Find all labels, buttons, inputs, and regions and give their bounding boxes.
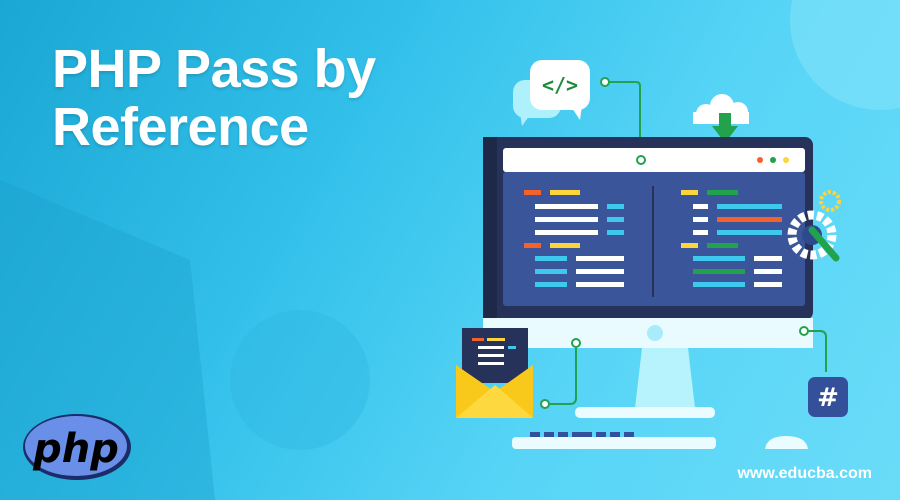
- code-line: [524, 243, 541, 248]
- code-line: [576, 282, 624, 287]
- code-line: [607, 204, 624, 209]
- code-line: [693, 204, 708, 209]
- code-line: [607, 230, 624, 235]
- keyboard-key: [610, 432, 620, 437]
- keyboard-key: [544, 432, 554, 437]
- code-line: [754, 256, 782, 261]
- code-line: [754, 269, 782, 274]
- code-line: [535, 269, 567, 274]
- hash-badge-text: #: [817, 383, 839, 413]
- website-url[interactable]: www.educba.com: [737, 465, 872, 482]
- mouse: [765, 436, 808, 449]
- bg-gear-shape: [230, 310, 370, 450]
- code-line: [754, 282, 782, 287]
- code-bubble-text: </>: [542, 73, 578, 97]
- code-bubble-icon: </>: [513, 60, 590, 126]
- code-line: [717, 204, 782, 209]
- code-line: [693, 230, 708, 235]
- code-line: [535, 204, 598, 209]
- keyboard-key: [558, 432, 568, 437]
- code-line: [535, 230, 598, 235]
- code-line: [717, 230, 782, 235]
- code-line: [707, 190, 738, 195]
- code-line: [707, 243, 738, 248]
- code-line: [576, 269, 624, 274]
- code-line: [535, 256, 567, 261]
- code-line: [693, 217, 708, 222]
- cloud-download-icon: [693, 94, 749, 143]
- connector-line: [606, 81, 641, 155]
- code-line: [717, 217, 782, 222]
- code-line: [607, 217, 624, 222]
- gear-wrench-icon: [787, 190, 841, 262]
- keyboard-key: [624, 432, 634, 437]
- code-line: [681, 190, 698, 195]
- code-line: [550, 190, 580, 195]
- code-line: [681, 243, 698, 248]
- keyboard-key: [596, 432, 606, 437]
- code-line: [693, 269, 745, 274]
- code-line: [535, 282, 567, 287]
- php-logo: php: [23, 414, 131, 480]
- code-line: [535, 217, 598, 222]
- code-line: [693, 256, 745, 261]
- code-line: [550, 243, 580, 248]
- keyboard-key: [572, 432, 592, 437]
- monitor: [483, 137, 813, 418]
- code-line: [576, 256, 624, 261]
- code-line: [693, 282, 745, 287]
- keyboard-key: [530, 432, 540, 437]
- bg-circle: [790, 0, 900, 110]
- hash-badge-icon: #: [808, 377, 848, 417]
- keyboard: [512, 432, 716, 449]
- page-title: PHP Pass by Reference: [52, 39, 376, 157]
- envelope-icon: [456, 328, 533, 418]
- code-line: [524, 190, 541, 195]
- php-logo-text: php: [32, 426, 119, 472]
